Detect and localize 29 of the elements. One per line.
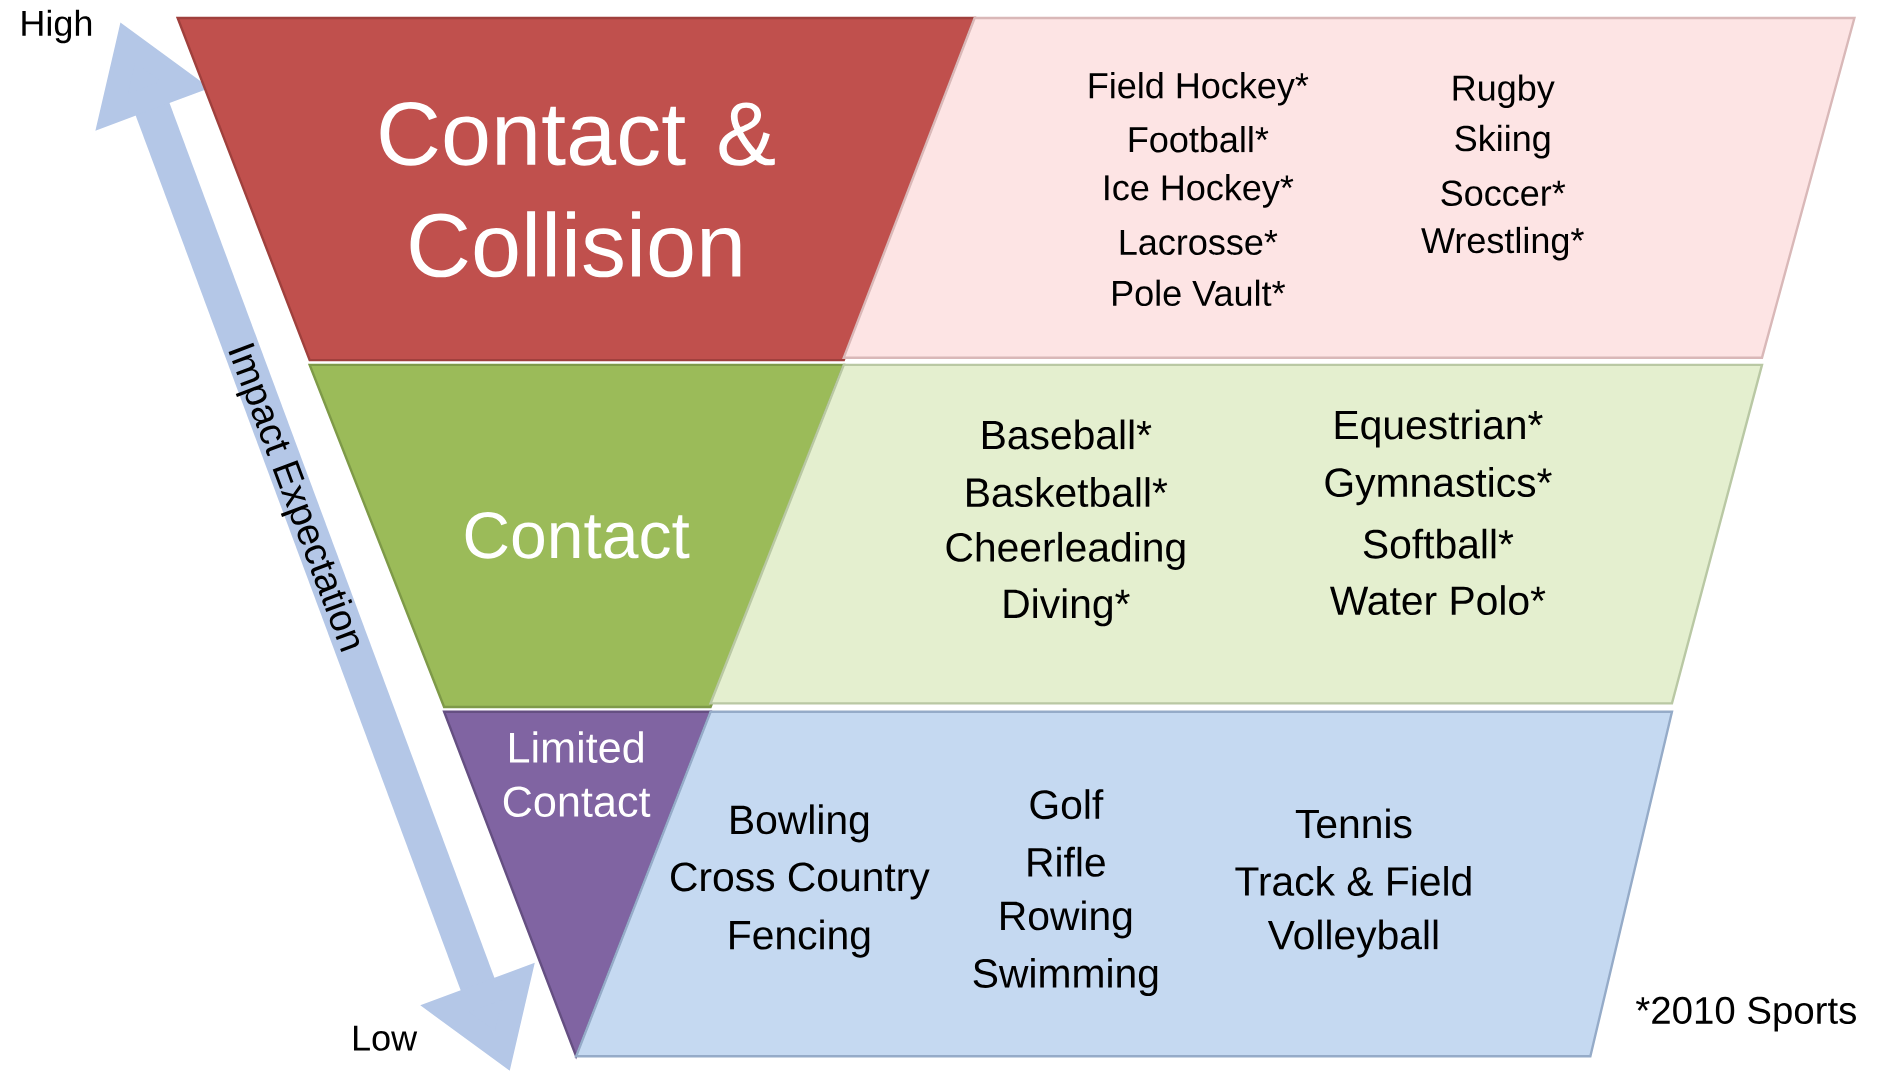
sport-name: Skiing [1455,125,1550,159]
sport-name: Cheerleading [946,532,1185,571]
note: *2010 Sports [1636,997,1856,1032]
sport-name: Tennis [1295,808,1412,839]
sport-name: Wrestling* [1421,227,1584,261]
sport-name: Lacrosse* [1120,230,1278,256]
sport-name: Basketball* [967,477,1168,508]
sport-name: Water Polo* [1330,585,1546,616]
sport-name: Track & Field [1235,866,1471,897]
sport-name: Bowling [731,804,869,843]
sport-name: Equestrian* [1335,409,1543,448]
sport-name: Football* [1129,126,1269,153]
sport-name: Rugby [1453,74,1555,109]
sport-name: Field Hockey* [1089,72,1309,106]
sport-name: Ice Hockey* [1105,174,1294,208]
axis-label: High [22,9,92,44]
sport-name: Gymnastics* [1325,467,1552,506]
sport-name: Diving* [1004,588,1130,627]
sport-name: Rifle [1028,847,1105,877]
sport-name: Volleyball [1267,919,1438,958]
sport-name: Softball* [1363,528,1514,559]
sport-name: Golf [1030,789,1104,820]
sport-name: Soccer* [1441,180,1566,207]
category-band [842,17,1856,360]
sport-name: Pole Vault* [1113,279,1286,307]
sport-name: Fencing [730,919,870,958]
sport-name: Swimming [973,958,1158,997]
sport-name: Baseball* [983,419,1152,450]
sport-name: Rowing [1001,900,1132,939]
